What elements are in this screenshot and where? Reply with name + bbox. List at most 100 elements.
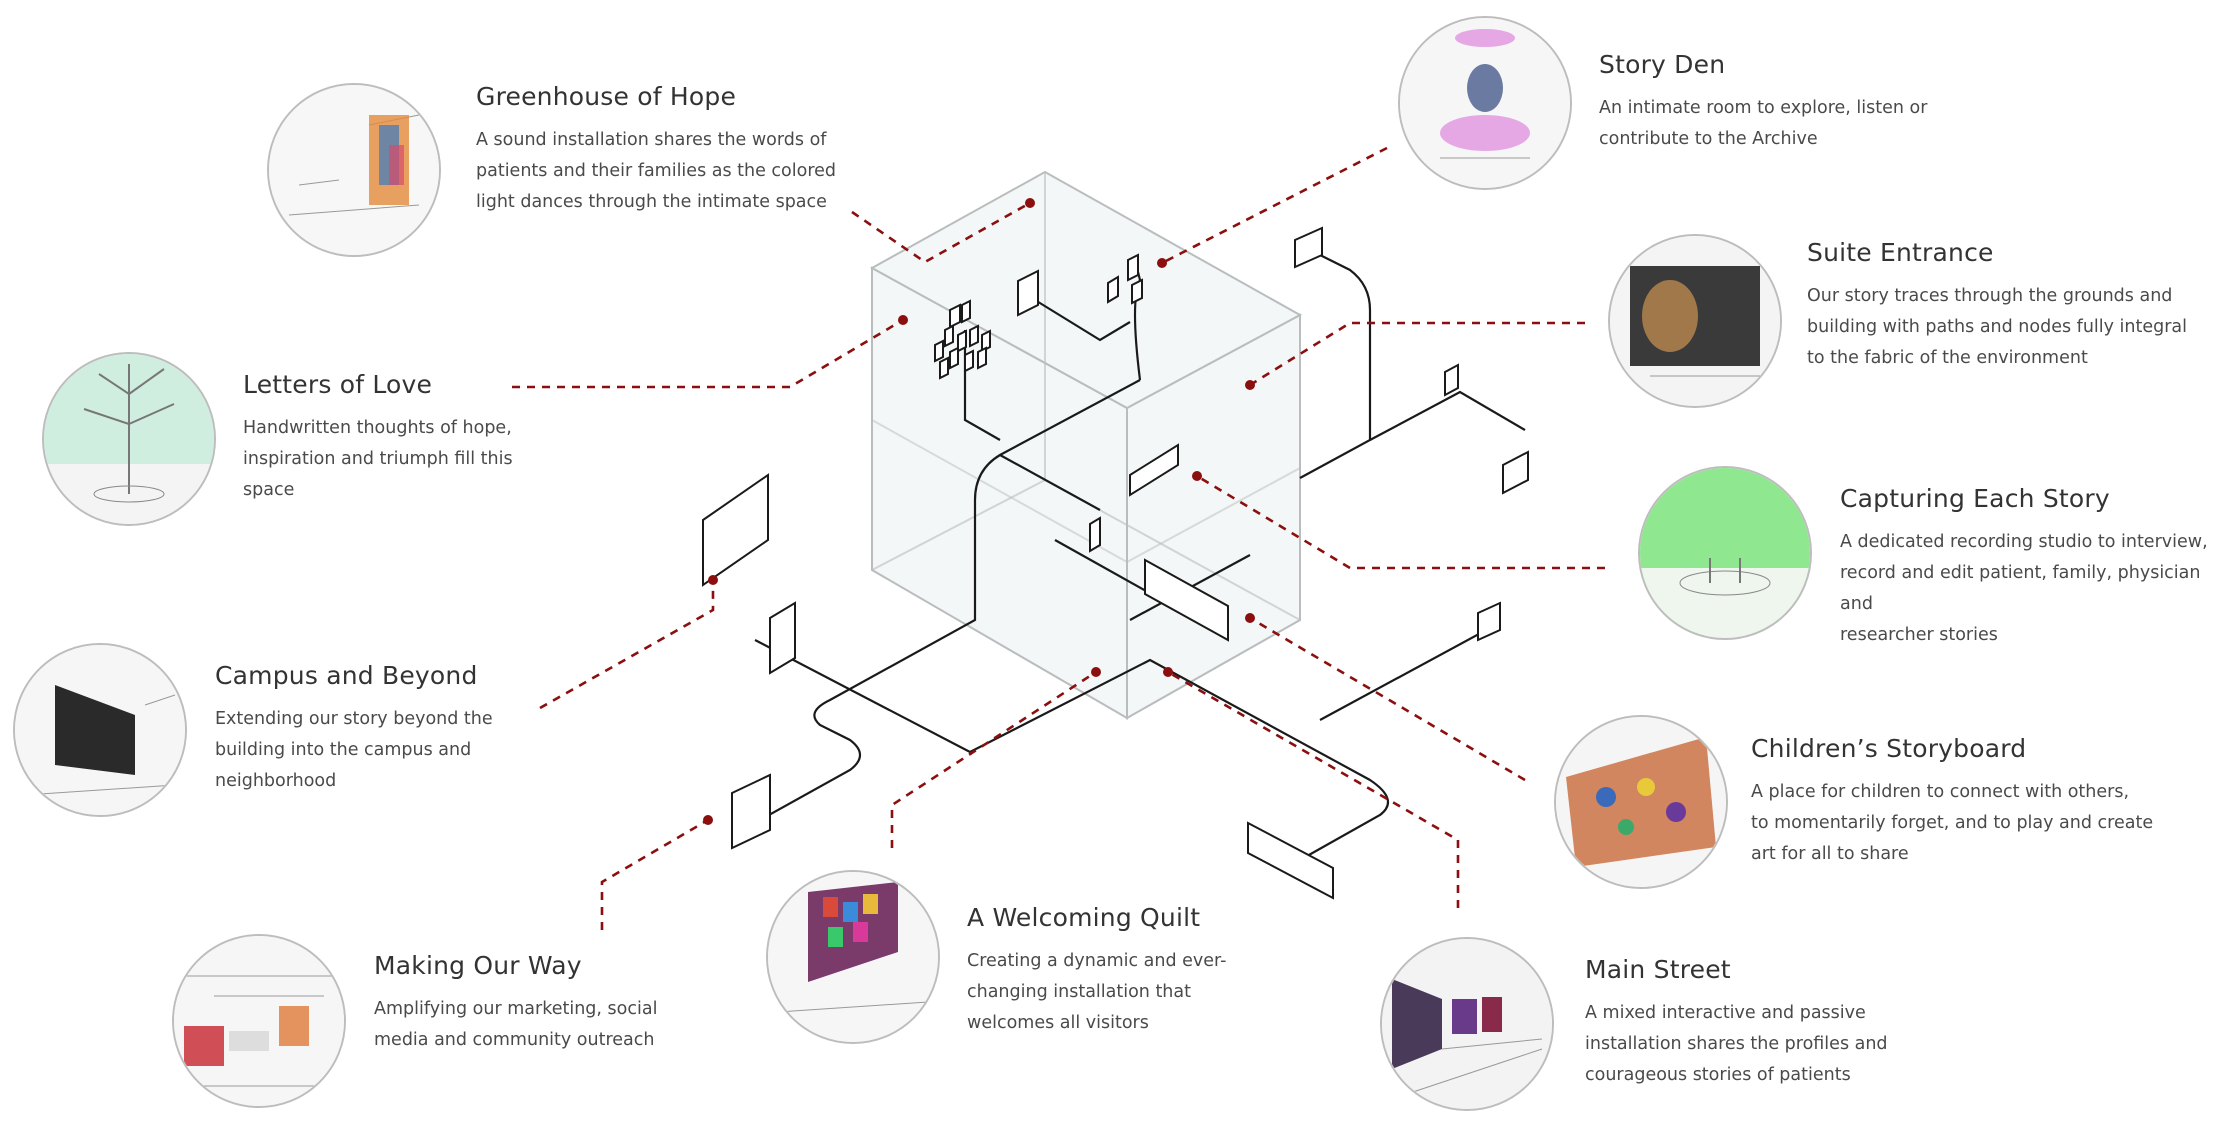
campus-sketch-image [13, 643, 187, 817]
node-panel [934, 339, 944, 363]
main-street-sketch-image [1380, 937, 1554, 1111]
story-den-title: Story Den [1599, 50, 1726, 79]
node-panel [949, 346, 959, 370]
node-panel [977, 346, 987, 370]
leader-suite [1249, 321, 1585, 387]
letters-of-love-line: space [243, 480, 295, 500]
node-panel [1129, 443, 1179, 497]
making-our-way-line: Amplifying our marketing, social [374, 999, 658, 1019]
node-dots [703, 198, 1255, 825]
node-dot [898, 315, 908, 325]
node-panel [944, 324, 954, 348]
childrens-storyboard-title: Children’s Storyboard [1751, 734, 2027, 763]
node-panel [1017, 269, 1039, 317]
capturing-each-story-line: researcher stories [1840, 625, 1998, 645]
main-street-line: courageous stories of patients [1585, 1065, 1851, 1085]
path-segment [759, 379, 1141, 821]
leader-letters-of-love [512, 318, 904, 389]
a-welcoming-quilt-label: A Welcoming Quilt Creating a dynamic and… [967, 903, 1297, 1039]
node-panel [1247, 821, 1334, 900]
leader-greenhouse [851, 201, 1031, 264]
node-panel [1144, 558, 1229, 642]
campus-and-beyond-title: Campus and Beyond [215, 661, 478, 690]
main-street-title: Main Street [1585, 955, 1731, 984]
node-panel [964, 349, 974, 373]
greenhouse-sketch-image [267, 83, 441, 257]
node-panel [939, 356, 949, 380]
leader-main-street [1167, 670, 1460, 908]
suite-entrance-title: Suite Entrance [1807, 238, 1994, 267]
node-panel [702, 473, 769, 587]
leader-capturing [1196, 474, 1605, 570]
childrens-storyboard-line: to momentarily forget, and to play and c… [1751, 813, 2154, 833]
letters-of-love-label: Letters of Love Handwritten thoughts of … [243, 370, 543, 506]
node-dot [1245, 380, 1255, 390]
welcoming-quilt-sketch-image [766, 870, 940, 1044]
node-panel [1444, 363, 1459, 397]
node-panel [969, 324, 979, 348]
path-segment [999, 454, 1101, 511]
making-our-way-title: Making Our Way [374, 951, 582, 980]
letters-of-love-line: inspiration and triumph fill this [243, 449, 513, 469]
greenhouse-of-hope-title: Greenhouse of Hope [476, 82, 737, 111]
capturing-each-story-title: Capturing Each Story [1840, 484, 2110, 513]
story-den-label: Story Den An intimate room to explore, l… [1599, 50, 1979, 155]
node-dot [1157, 258, 1167, 268]
main-street-line: installation shares the profiles and [1585, 1034, 1888, 1054]
greenhouse-of-hope-line: light dances through the intimate space [476, 192, 827, 212]
node-panel [1502, 450, 1529, 495]
node-dot [703, 815, 713, 825]
suite-entrance-sketch-image [1608, 234, 1782, 408]
main-street-line: A mixed interactive and passive [1585, 1003, 1866, 1023]
a-welcoming-quilt-line: Creating a dynamic and ever- [967, 951, 1227, 971]
childrens-storyboard-line: art for all to share [1751, 844, 1909, 864]
suite-entrance-line: to the fabric of the environment [1807, 348, 2088, 368]
leader-making-our-way [600, 818, 709, 930]
node-dot [1025, 198, 1035, 208]
node-panel [957, 329, 967, 353]
node-dot [1163, 667, 1173, 677]
node-panel [769, 601, 796, 675]
capturing-each-story-line: A dedicated recording studio to intervie… [1840, 532, 2208, 552]
story-den-sketch-image [1398, 16, 1572, 190]
node-panel [1127, 253, 1139, 282]
cube-mid-edge [1126, 467, 1301, 563]
greenhouse-of-hope-line: patients and their families as the color… [476, 161, 837, 181]
childrens-storyboard-line: A place for children to connect with oth… [1751, 782, 2130, 802]
making-our-way-label: Making Our Way Amplifying our marketing,… [374, 951, 704, 1056]
letters-of-love-line: Handwritten thoughts of hope, [243, 418, 512, 438]
node-panel [961, 299, 971, 324]
capturing-each-story-label: Capturing Each Story A dedicated recordi… [1840, 484, 2220, 651]
node-panel [1131, 278, 1143, 305]
a-welcoming-quilt-line: changing installation that [967, 982, 1191, 1002]
greenhouse-of-hope-line: A sound installation shares the words of [476, 130, 827, 150]
leader-childrens [1249, 616, 1526, 782]
leader-story-den [1161, 146, 1388, 265]
childrens-storyboard-sketch-image [1554, 715, 1728, 889]
main-street-label: Main Street A mixed interactive and pass… [1585, 955, 1965, 1091]
node-panel [1477, 601, 1501, 642]
campus-and-beyond-line: building into the campus and [215, 740, 472, 760]
letters-of-love-sketch-image [42, 352, 216, 526]
cube-inner-edge [871, 479, 1046, 571]
campus-and-beyond-label: Campus and Beyond Extending our story be… [215, 661, 515, 797]
building-cube [869, 170, 1303, 720]
capturing-each-story-sketch-image [1638, 466, 1812, 640]
path-segment [1369, 390, 1526, 441]
node-panel [981, 329, 991, 353]
node-panels [702, 226, 1529, 900]
path-segment [1299, 249, 1372, 479]
path-segment [1034, 299, 1131, 342]
node-panel [1294, 226, 1323, 269]
node-dot [1091, 667, 1101, 677]
story-den-line: contribute to the Archive [1599, 129, 1818, 149]
leader-lines [512, 146, 1605, 930]
campus-and-beyond-line: neighborhood [215, 771, 337, 791]
node-dot [1245, 613, 1255, 623]
greenhouse-of-hope-label: Greenhouse of Hope A sound installation … [476, 82, 876, 218]
leader-campus [539, 580, 715, 710]
node-panel [1107, 275, 1119, 304]
suite-entrance-label: Suite Entrance Our story traces through … [1807, 238, 2207, 374]
node-dot [1192, 471, 1202, 481]
